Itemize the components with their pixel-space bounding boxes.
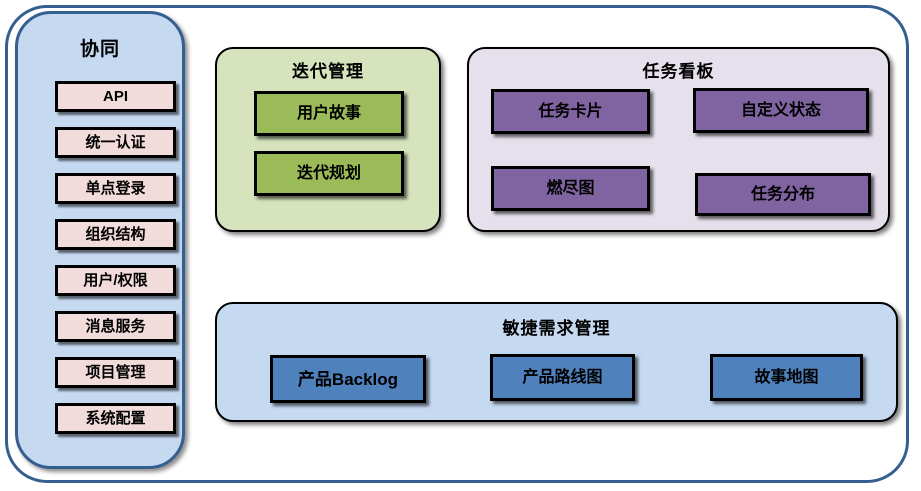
node-burndown-chart: 燃尽图: [491, 166, 650, 211]
node-story-map: 故事地图: [710, 354, 863, 401]
node-product-backlog: 产品Backlog: [270, 355, 426, 403]
node-unified-auth: 统一认证: [55, 127, 176, 158]
node-product-roadmap: 产品路线图: [490, 354, 635, 401]
group-iteration-management-title: 迭代管理: [292, 62, 364, 81]
node-user-permissions: 用户/权限: [55, 265, 176, 296]
group-collaboration-title: 协同: [79, 39, 120, 60]
node-api: API: [55, 81, 176, 112]
node-sso: 单点登录: [55, 173, 176, 204]
node-message-service: 消息服务: [55, 311, 176, 342]
node-task-card: 任务卡片: [491, 89, 650, 134]
node-iteration-planning: 迭代规划: [254, 151, 404, 196]
node-custom-status: 自定义状态: [693, 88, 869, 133]
group-task-board: 任务看板 任务卡片 自定义状态 燃尽图 任务分布: [467, 47, 890, 232]
collaboration-node-list: API 统一认证 单点登录 组织结构 用户/权限 消息服务 项目管理 系统配置: [55, 81, 176, 434]
node-org-structure: 组织结构: [55, 219, 176, 250]
node-task-distribution: 任务分布: [695, 173, 871, 216]
group-agile-requirements: 敏捷需求管理 产品Backlog 产品路线图 故事地图: [215, 302, 898, 422]
group-agile-requirements-title: 敏捷需求管理: [502, 319, 611, 338]
node-user-story: 用户故事: [254, 91, 404, 136]
node-project-management: 项目管理: [55, 357, 176, 388]
group-task-board-title: 任务看板: [642, 62, 715, 81]
group-iteration-management: 迭代管理 用户故事 迭代规划: [215, 47, 441, 232]
node-system-config: 系统配置: [55, 403, 176, 434]
group-collaboration: 协同 API 统一认证 单点登录 组织结构 用户/权限 消息服务 项目管理 系统…: [15, 11, 185, 469]
